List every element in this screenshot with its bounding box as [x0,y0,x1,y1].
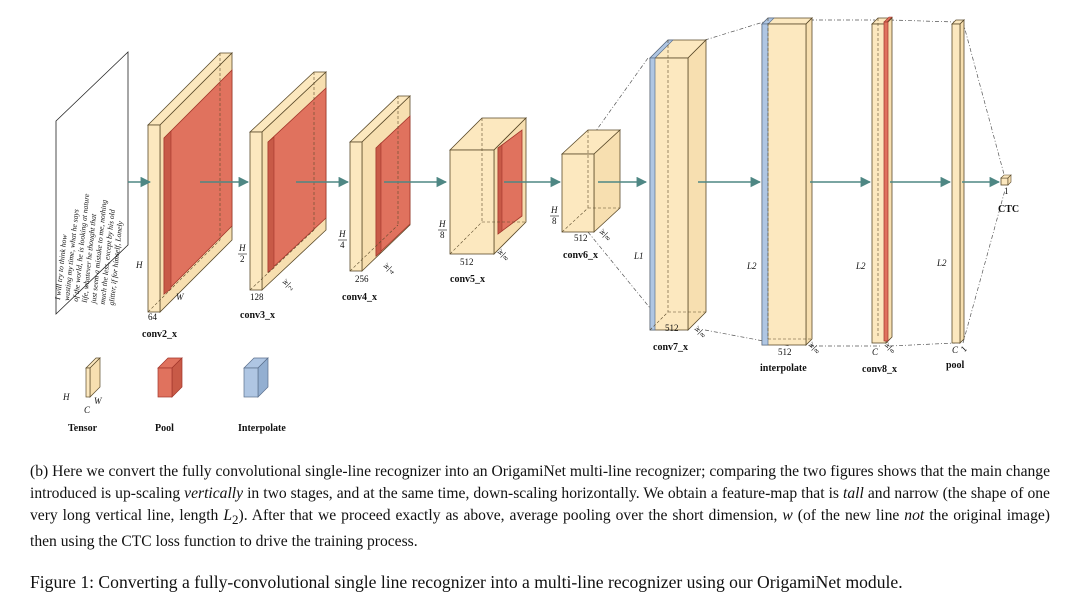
pool-width-label: 1 [959,344,969,354]
svg-text:4: 4 [388,268,396,276]
legend-tensor-depth: C [84,405,91,415]
svg-text:8: 8 [889,348,896,355]
conv5-depth-label: 512 [460,257,474,267]
conv7-name-label: conv7_x [653,342,688,353]
block-conv2-x [147,52,233,313]
interpolate-width-fraction: W 8 [807,341,821,356]
pool-depth-label: C [952,345,959,355]
ctc-output [1000,174,1012,186]
block-conv6-x [560,129,622,233]
legend-tensor-width: W [94,396,103,406]
svg-text:W: W [382,262,392,272]
svg-text:L2: L2 [746,261,757,271]
conv8-depth-label: C [872,347,879,357]
interpolate-name-label: interpolate [760,363,807,374]
svg-text:4: 4 [340,240,345,250]
svg-text:W: W [807,341,817,351]
svg-text:W: W [693,325,703,335]
interpolate-height-label: L2 [746,261,757,271]
conv2-width-label: W [176,292,185,302]
legend-pool-label: Pool [155,423,174,434]
svg-text:W: W [883,341,892,350]
legend-tensor-height: H [62,392,70,402]
svg-text:2: 2 [240,254,245,264]
conv4-height-fraction: H 4 [338,229,347,250]
svg-text:8: 8 [440,230,445,240]
svg-text:2: 2 [287,285,294,292]
legend-pool-icon [157,357,183,398]
input-image: I will try to think how wasting my time,… [53,51,129,315]
figure-caption: Figure 1: Converting a fully-convolution… [30,572,903,592]
svg-text:H: H [338,229,346,239]
conv7-depth-label: 512 [665,323,679,333]
conv6-name-label: conv6_x [563,250,598,261]
legend-tensor-label: Tensor [68,423,98,434]
block-conv8-x [871,16,893,344]
svg-text:W: W [496,248,506,258]
pool-height-label: L2 [936,258,947,268]
conv3-name-label: conv3_x [240,310,275,321]
block-conv3-x [248,71,328,291]
block-conv5-x [449,117,527,255]
svg-text:8: 8 [604,234,612,242]
conv8-height-label: L2 [855,261,866,271]
pool-name-label: pool [946,360,965,371]
svg-text:8: 8 [813,347,821,355]
conv3-height-fraction: H 2 [238,243,247,264]
svg-text:H: H [550,205,558,215]
conv8-name-label: conv8_x [862,364,897,375]
conv6-height-fraction: H 8 [550,205,559,226]
svg-text:L1: L1 [633,251,644,261]
conv7-height-label: L1 [633,251,644,261]
conv7-width-fraction: W 8 [693,325,707,340]
conv3-depth-label: 128 [250,292,264,302]
block-conv4-x [349,95,411,272]
conv4-name-label: conv4_x [342,292,377,303]
svg-text:H: H [438,219,446,229]
block-interpolate [761,17,813,346]
svg-text:W: W [281,278,291,288]
svg-text:H: H [238,243,246,253]
legend-interpolate-icon [243,357,269,398]
svg-text:8: 8 [502,254,510,262]
conv2-depth-label: 64 [148,312,158,322]
conv4-depth-label: 256 [355,274,369,284]
svg-text:8: 8 [699,331,707,339]
legend-interpolate-label: Interpolate [238,423,286,434]
ctc-name-label: CTC [998,204,1019,215]
block-conv7-x [649,39,707,331]
interpolate-depth-label: 512 [778,347,792,357]
conv4-width-fraction: W 4 [382,262,396,277]
conv6-depth-label: 512 [574,233,588,243]
conv3-width-fraction: W 2 [281,278,294,293]
conv5-width-fraction: W 8 [496,248,510,263]
legend-tensor-icon [85,357,101,398]
conv5-name-label: conv5_x [450,274,485,285]
conv5-height-fraction: H 8 [438,219,447,240]
subfigure-caption: (b) Here we convert the fully convolutio… [30,463,1051,551]
svg-text:L2: L2 [936,258,947,268]
origaminet-architecture-diagram: I will try to think how wasting my time,… [53,16,1019,434]
svg-text:L2: L2 [855,261,866,271]
conv6-width-fraction: W 8 [598,228,612,243]
conv2-name-label: conv2_x [142,329,177,340]
svg-text:W: W [598,228,608,238]
ctc-width-label: 1 [1004,186,1009,196]
svg-text:8: 8 [552,216,557,226]
conv8-width-fraction: W 8 [883,341,896,355]
conv2-height-label: H [135,260,143,270]
